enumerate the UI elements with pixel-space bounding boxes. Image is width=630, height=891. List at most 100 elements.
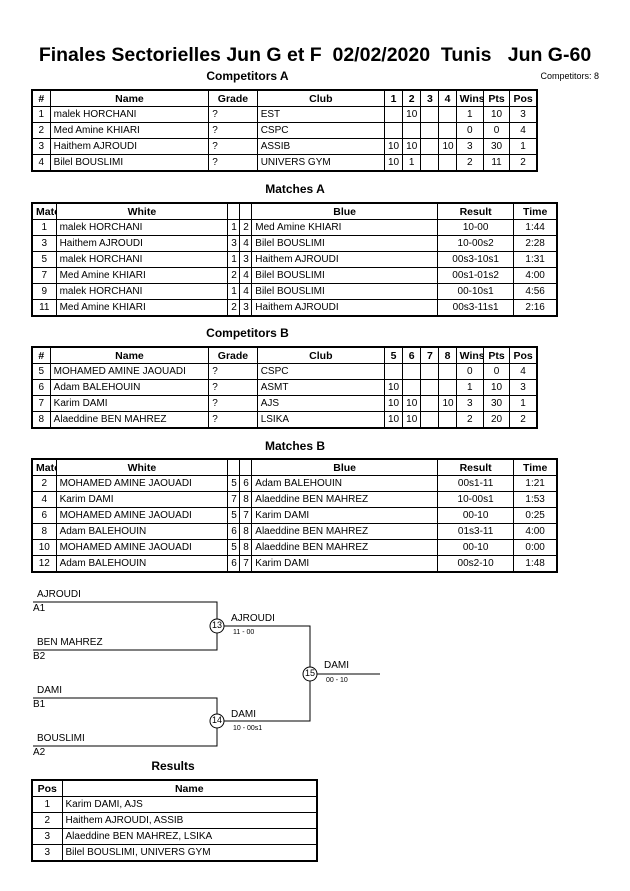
table-cell: 8 [239, 491, 253, 508]
table-cell: 2 [31, 812, 63, 829]
table-cell: MOHAMED AMINE JAOUADI [49, 363, 210, 380]
col-header: White [55, 458, 229, 476]
bracket-b2-name: BEN MAHREZ [37, 637, 103, 648]
col-header: Grade [208, 89, 258, 107]
table-cell: 01s3-11 [436, 523, 515, 540]
bracket-line [217, 625, 311, 722]
table-cell: 2 [227, 299, 241, 317]
table-cell: 10 [383, 154, 404, 172]
table-cell: 5 [31, 363, 51, 380]
table-cell: CSPC [256, 363, 385, 380]
table-cell: UNIVERS GYM [256, 154, 385, 172]
table-cell: 2 [509, 154, 538, 172]
table-cell: 3 [31, 138, 51, 155]
table-cell: 3 [31, 235, 57, 252]
table-cell: 6 [227, 555, 241, 573]
table-cell: 10 [482, 379, 511, 396]
table-cell: Adam BALEHOUIN [49, 379, 210, 396]
table-cell [420, 363, 440, 380]
col-header: Time [513, 458, 558, 476]
table-cell: 30 [482, 138, 511, 155]
table-cell: 10 [438, 395, 457, 412]
table-cell: malek HORCHANI [55, 219, 229, 236]
table-cell: 7 [239, 507, 253, 524]
table-cell: Med Amine KHIARI [55, 299, 229, 317]
bracket-b1-name: DAMI [37, 685, 62, 696]
col-header: Wins [455, 89, 484, 107]
table-cell: 2 [455, 411, 484, 429]
table-header-row: Match White Blue Result Time [31, 458, 558, 476]
table-cell [402, 122, 422, 139]
match-13-number: 13 [211, 620, 222, 630]
table-cell: ASSIB [256, 138, 385, 155]
table-cell: Haithem AJROUDI [251, 299, 438, 317]
table-cell: ? [208, 138, 258, 155]
table-cell: 1:31 [513, 251, 558, 268]
table-cell: 4 [239, 235, 253, 252]
table-cell: 0 [482, 363, 511, 380]
table-cell: Haithem AJROUDI [49, 138, 210, 155]
table-cell: ? [208, 122, 258, 139]
col-header: Name [49, 346, 210, 364]
table-cell: 10 [402, 106, 422, 123]
table-cell: 3 [509, 106, 538, 123]
table-cell: Karim DAMI [55, 491, 229, 508]
table-cell: 00-10 [436, 539, 515, 556]
table-cell: 11 [482, 154, 511, 172]
table-cell: 4 [509, 122, 538, 139]
table-cell: Alaeddine BEN MAHREZ, LSIKA [61, 828, 318, 845]
table-cell: Karim DAMI, AJS [61, 796, 318, 813]
col-header: Blue [251, 202, 438, 220]
bracket-a1-name: AJROUDI [37, 589, 81, 600]
table-cell: 4 [239, 267, 253, 284]
table-cell [402, 379, 422, 396]
table-cell: 2 [239, 219, 253, 236]
competitors-b-heading: Competitors B [206, 326, 289, 340]
table-cell: 4 [239, 283, 253, 300]
table-cell: 1 [31, 796, 63, 813]
table-cell: 3 [239, 299, 253, 317]
table-cell: 2 [227, 267, 241, 284]
table-cell: ? [208, 395, 258, 412]
table-cell: 30 [482, 395, 511, 412]
table-cell: 5 [227, 507, 241, 524]
table-cell: 10-00s1 [436, 491, 515, 508]
table-cell: 10-00 [436, 219, 515, 236]
table-cell [420, 106, 440, 123]
table-cell: 9 [31, 283, 57, 300]
table-cell: 20 [482, 411, 511, 429]
table-cell: 4 [31, 491, 57, 508]
table-cell [420, 154, 440, 172]
table-cell: ? [208, 411, 258, 429]
table-cell: Med Amine KHIARI [49, 122, 210, 139]
table-cell: ? [208, 106, 258, 123]
table-cell: 8 [239, 523, 253, 540]
col-header: Grade [208, 346, 258, 364]
table-cell: LSIKA [256, 411, 385, 429]
bracket-b2-seed: B2 [33, 651, 46, 662]
table-cell: 10 [402, 411, 422, 429]
table-cell: 12 [31, 555, 57, 573]
page-title: Finales Sectorielles Jun G et F 02/02/20… [38, 44, 592, 66]
table-cell [438, 411, 457, 429]
table-cell: 1 [31, 219, 57, 236]
table-cell: 1 [509, 138, 538, 155]
table-cell: 6 [31, 379, 51, 396]
table-cell: 3 [227, 235, 241, 252]
table-cell: 3 [31, 844, 63, 862]
bracket-a1-seed: A1 [33, 603, 46, 614]
table-cell: 1 [31, 106, 51, 123]
table-cell: 3 [31, 828, 63, 845]
bracket-a2-seed: A2 [33, 747, 46, 758]
table-cell: 3 [509, 379, 538, 396]
